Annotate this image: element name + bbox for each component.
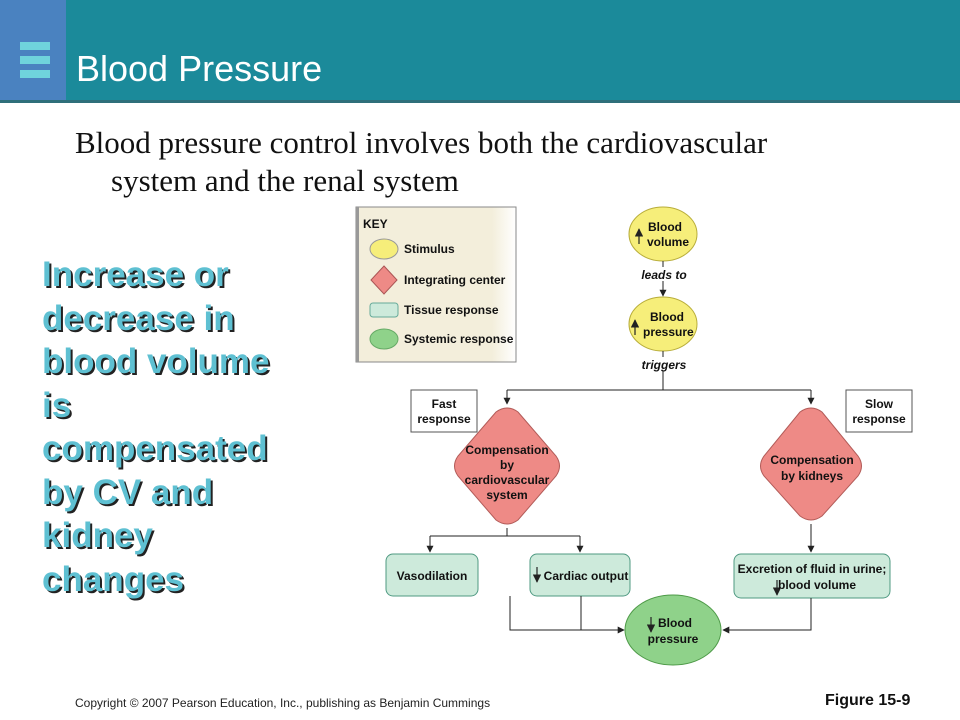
- vasodilation-box: Vasodilation: [385, 553, 479, 597]
- logo-stripe-icon: [20, 56, 50, 64]
- svg-text:volume: volume: [647, 235, 689, 249]
- svg-text:Compensation: Compensation: [770, 453, 853, 467]
- systemic-swatch: [369, 328, 399, 350]
- svg-text:pressure: pressure: [643, 325, 694, 339]
- blood-volume-node: Blood volume: [628, 206, 698, 262]
- svg-text:by kidneys: by kidneys: [781, 469, 843, 483]
- result-blood-pressure-node: Blood pressure: [624, 594, 722, 666]
- integrating-swatch: [370, 265, 398, 295]
- subtitle-line-1: Blood pressure control involves both the…: [75, 125, 768, 160]
- cardiac-output-box: Cardiac output: [529, 553, 631, 597]
- body-line: is: [42, 385, 72, 425]
- svg-text:Fast: Fast: [432, 397, 457, 411]
- svg-text:cardiovascular: cardiovascular: [465, 473, 550, 487]
- body-line: decrease in: [42, 298, 235, 338]
- body-line: by CV and: [42, 472, 214, 512]
- tissue-swatch: [369, 302, 399, 318]
- logo-stripe-icon: [20, 42, 50, 50]
- kidney-compensation-node: Compensation by kidneys: [760, 407, 862, 521]
- svg-text:Blood: Blood: [650, 310, 684, 324]
- slide-title: Blood Pressure: [76, 48, 323, 89]
- svg-text:Excretion of fluid in urine;: Excretion of fluid in urine;: [738, 562, 887, 576]
- cv-compensation-node: Compensation by cardiovascular system: [454, 407, 560, 525]
- leads-to-label: leads to: [641, 268, 686, 282]
- svg-text:pressure: pressure: [648, 632, 699, 646]
- body-line: changes: [42, 559, 184, 599]
- figure-label: Figure 15-9: [825, 692, 911, 709]
- key-item: Integrating center: [404, 273, 506, 287]
- logo-panel: [0, 0, 66, 100]
- svg-text:Slow: Slow: [865, 397, 894, 411]
- body-line: Increase or: [42, 255, 229, 294]
- key-item: Tissue response: [404, 303, 499, 317]
- header-bar: Blood Pressure: [0, 0, 960, 103]
- logo-stripe-icon: [20, 70, 50, 78]
- key-title: KEY: [363, 217, 388, 231]
- triggers-label: triggers: [642, 358, 687, 372]
- key-item: Stimulus: [404, 242, 455, 256]
- legend-key: KEY Stimulus Integrating center Tissue r…: [355, 206, 517, 363]
- subtitle-line-2: system and the renal system: [111, 163, 459, 198]
- svg-text:response: response: [417, 412, 471, 426]
- svg-text:system: system: [486, 488, 527, 502]
- svg-text:Cardiac output: Cardiac output: [544, 569, 629, 583]
- svg-text:Blood: Blood: [648, 220, 682, 234]
- body-text: Increase or decrease in blood volume is …: [42, 253, 322, 601]
- slide-subtitle: Blood pressure control involves both the…: [75, 124, 925, 200]
- body-line: kidney: [42, 516, 153, 555]
- svg-text:response: response: [852, 412, 906, 426]
- stimulus-swatch: [369, 238, 399, 260]
- svg-text:Blood: Blood: [658, 616, 692, 630]
- svg-text:Vasodilation: Vasodilation: [397, 569, 468, 583]
- fast-response-box: Fast response: [410, 389, 478, 433]
- body-line: compensated: [42, 429, 268, 468]
- body-line: blood volume: [42, 342, 270, 381]
- blood-pressure-node: Blood pressure: [628, 296, 698, 352]
- svg-text:by: by: [500, 458, 514, 472]
- svg-text:Compensation: Compensation: [465, 443, 548, 457]
- slow-response-box: Slow response: [845, 389, 913, 433]
- key-item: Systemic response: [404, 332, 514, 346]
- copyright-text: Copyright © 2007 Pearson Education, Inc.…: [75, 696, 491, 710]
- svg-text:blood volume: blood volume: [778, 578, 856, 592]
- excretion-box: Excretion of fluid in urine; blood volum…: [733, 553, 891, 599]
